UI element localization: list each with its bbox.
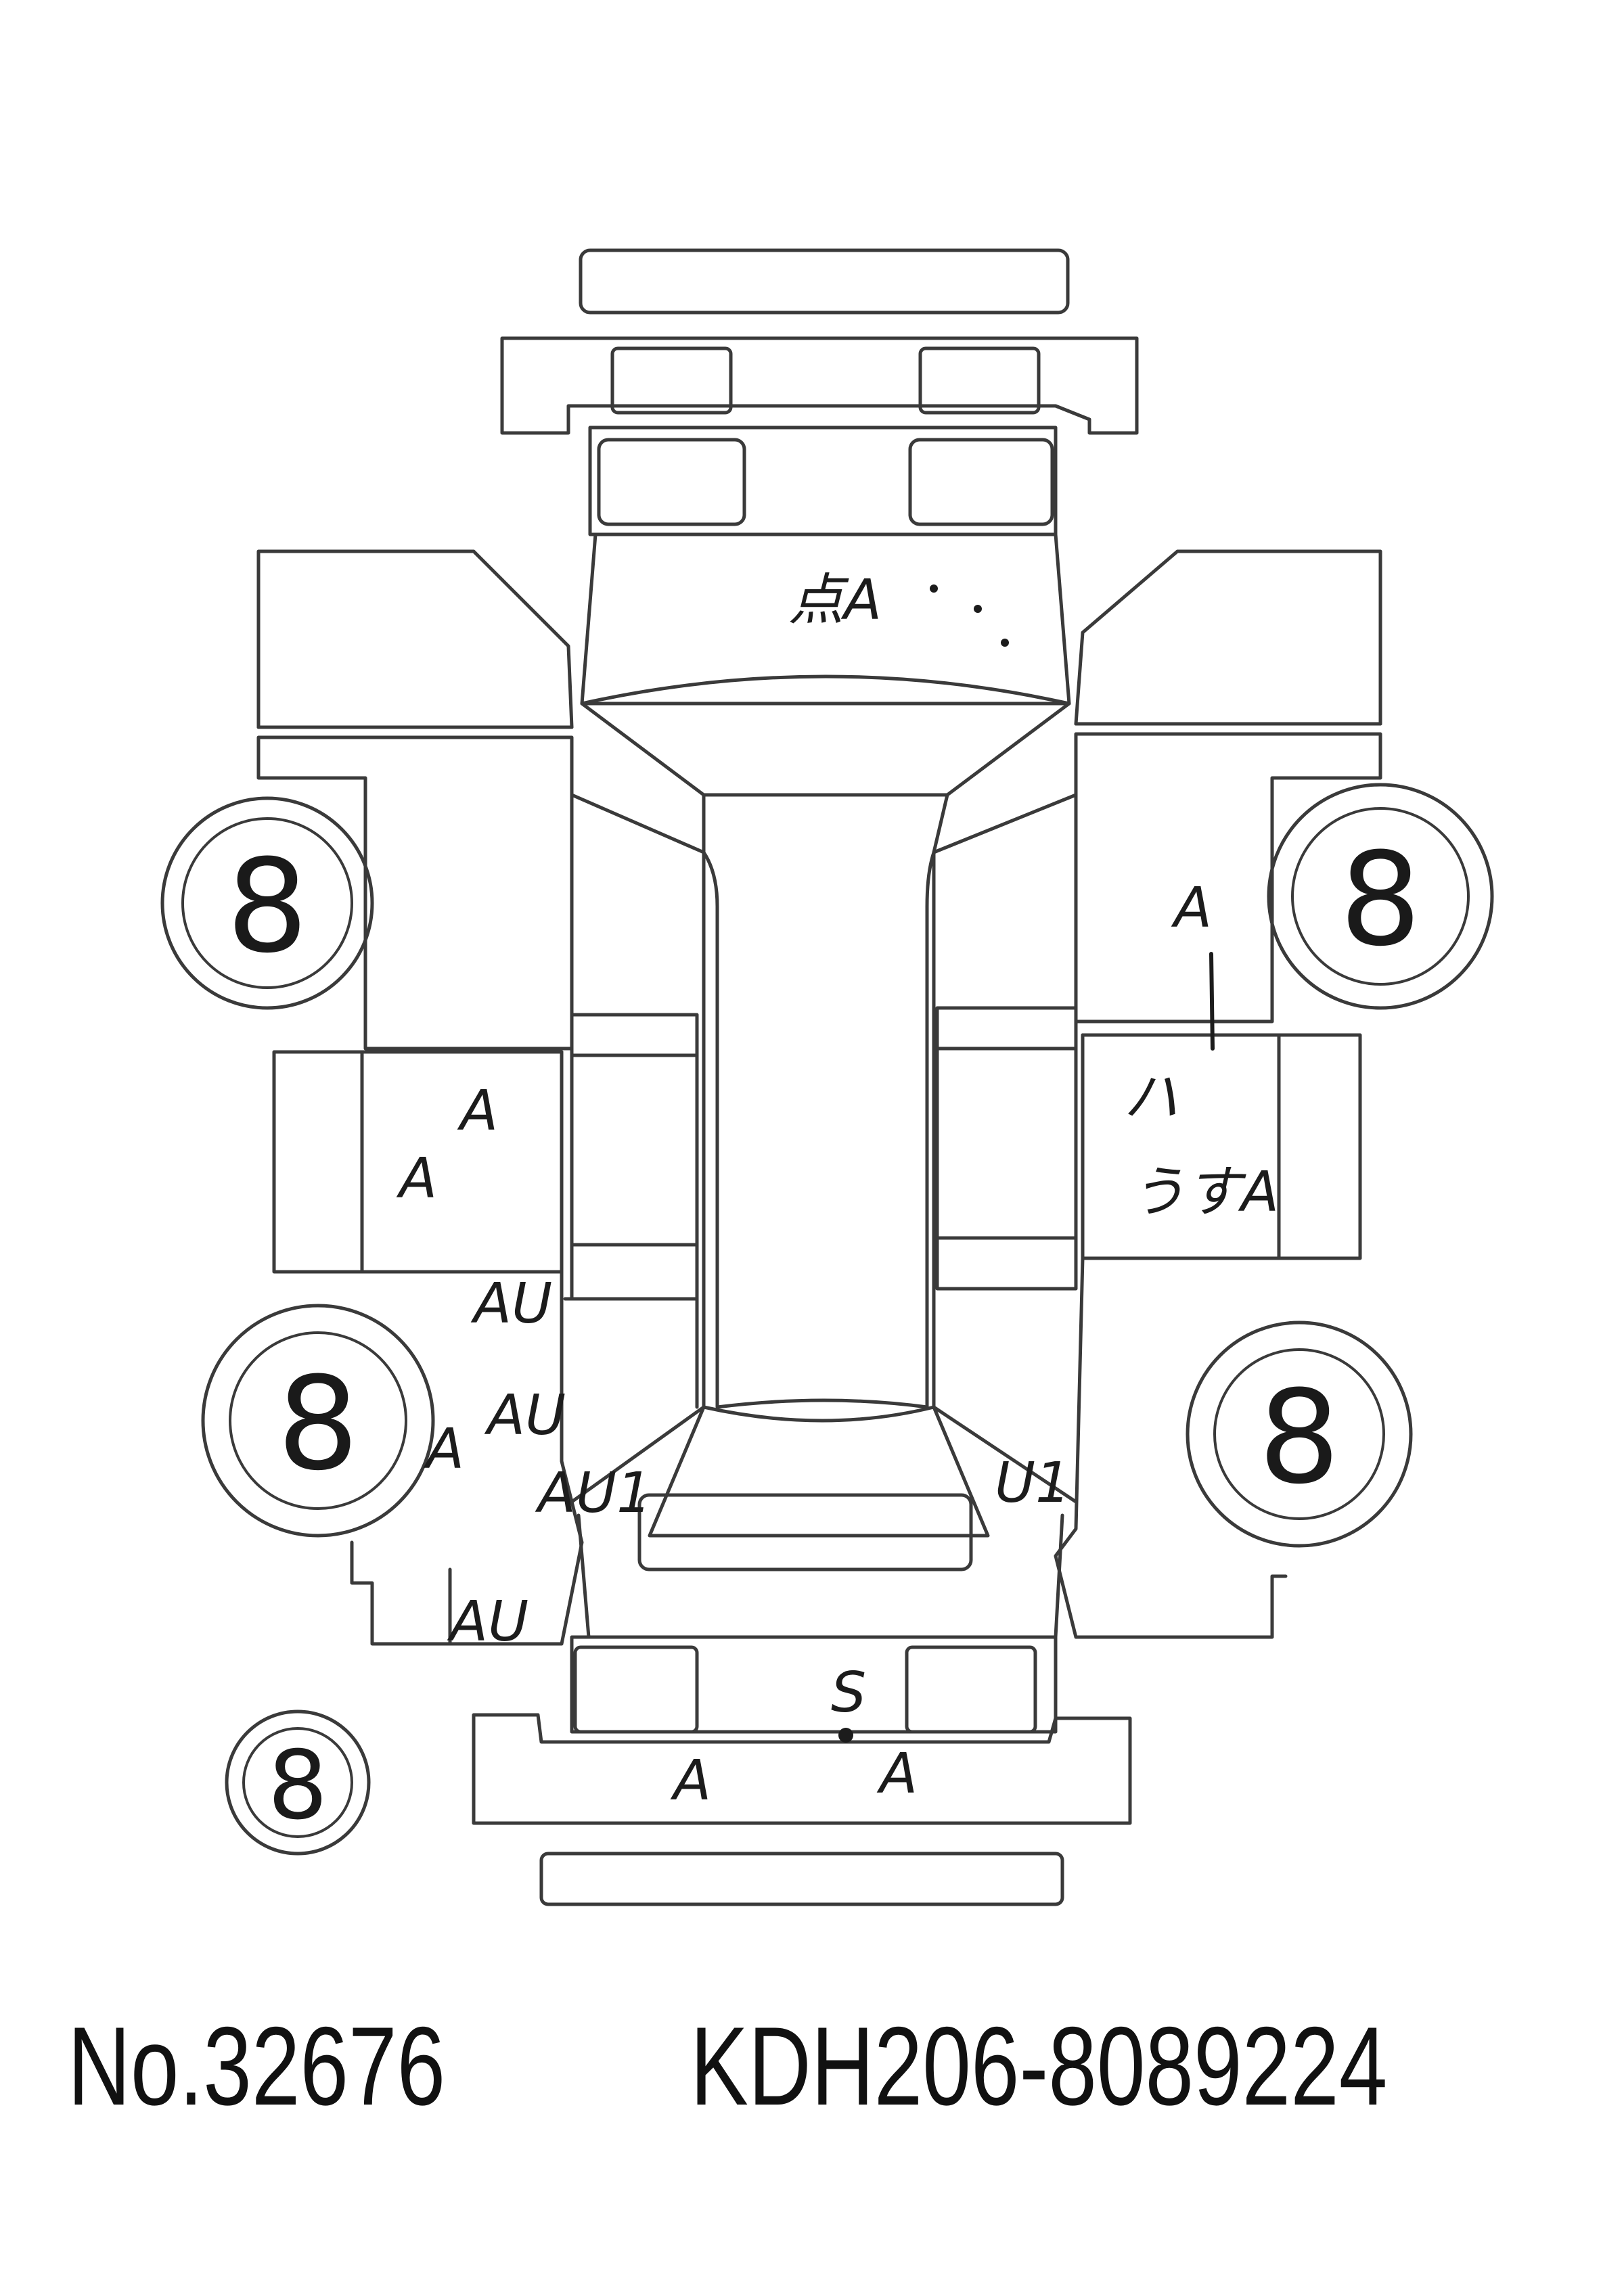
left-slide-rail <box>570 1053 699 1247</box>
mark-left-rear-door-a2: A <box>396 1147 437 1211</box>
mark-left-quarter-au2: AU <box>484 1383 566 1448</box>
cabin-left-rail <box>570 793 706 1504</box>
rear-glass <box>637 1493 973 1571</box>
left-lower-trim <box>563 1297 699 1409</box>
mark-right-rear-door-usu: うすA <box>1130 1160 1279 1224</box>
tire-rear-left-value: 8 <box>277 1350 359 1499</box>
right-slide-rail-lower <box>935 1236 1078 1291</box>
windshield-curve <box>580 674 1071 706</box>
headlight-left <box>597 438 746 526</box>
right-front-door <box>1074 732 1382 1024</box>
tire-front-left: 8 <box>160 796 374 1010</box>
right-quarter <box>1054 1256 1288 1639</box>
front-grille-left <box>610 346 733 415</box>
left-step <box>570 1013 699 1057</box>
rear-lamp-left <box>573 1645 699 1734</box>
front-bumper <box>500 336 1139 435</box>
left-quarter <box>350 1270 584 1646</box>
rear-window <box>648 1405 990 1538</box>
right-step <box>935 1006 1078 1051</box>
tire-spare: 8 <box>225 1709 371 1856</box>
tire-rear-left: 8 <box>201 1304 435 1538</box>
front-bumper-top <box>579 248 1070 315</box>
mark-right-tail-u1: U1 <box>995 1451 1070 1515</box>
mark-right-rear-door-hi: ハ <box>1123 1065 1179 1130</box>
chassis-number: KDH206-8089224 <box>690 2004 1388 2128</box>
left-slide-rail-lower <box>570 1243 699 1301</box>
tire-rear-right-value: 8 <box>1259 1363 1340 1513</box>
mark-rear-bumper-a2: A <box>876 1742 918 1806</box>
stock-number: No.32676 <box>68 2004 446 2128</box>
rear-lamp-right <box>905 1645 1037 1734</box>
mark-roof: 点A <box>788 568 882 633</box>
right-slide-rail <box>935 1047 1078 1240</box>
mark-left-rear-door-a1: A <box>457 1079 498 1143</box>
rear-panel <box>570 1635 1058 1734</box>
tire-front-right: 8 <box>1267 783 1494 1010</box>
rear-bumper <box>472 1713 1132 1825</box>
tire-front-right-value: 8 <box>1340 825 1422 975</box>
mark-left-rear-corner-au: AU <box>447 1590 528 1654</box>
tire-spare-value: 8 <box>267 1731 328 1841</box>
mark-left-quarter-au1: AU <box>470 1272 552 1336</box>
right-fender <box>1074 549 1382 726</box>
front-grille-right <box>918 346 1041 415</box>
rear-step-bar <box>539 1852 1064 1906</box>
tire-front-left-value: 8 <box>227 832 309 982</box>
right-rear-door <box>1081 1033 1281 1260</box>
roof-panel <box>702 793 949 1409</box>
mark-rear-s: S <box>831 1661 866 1725</box>
tire-rear-right: 8 <box>1186 1321 1413 1548</box>
headlight-right <box>908 438 1054 526</box>
mark-right-front-door: A <box>1171 876 1212 940</box>
cabin-front <box>580 702 1071 797</box>
left-fender <box>256 549 574 729</box>
hood <box>588 426 1058 536</box>
left-front-door <box>256 735 574 1051</box>
mark-left-quarter-a: A <box>423 1417 464 1482</box>
cabin-right-rail <box>932 793 1078 1504</box>
mark-left-tail-au1: AU1 <box>535 1461 652 1525</box>
mark-rear-bumper-a1: A <box>670 1749 711 1813</box>
